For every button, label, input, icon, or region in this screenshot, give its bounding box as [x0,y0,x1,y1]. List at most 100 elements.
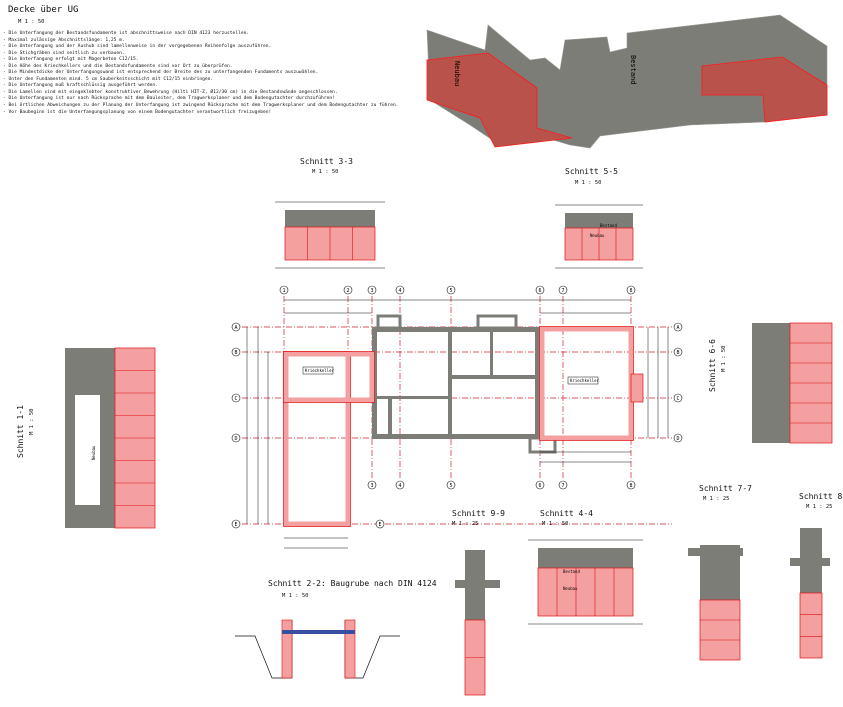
section-3-3-scale: M 1 : 50 [312,169,339,175]
grid-bubble [231,347,241,357]
section-1-1-scale: M 1 : 50 [29,408,35,436]
room-label-box [302,366,334,375]
section-6-6-scale: M 1 : 50 [721,345,727,373]
floor-slab [282,630,355,634]
grid-bubble [231,519,241,529]
model-new-right [701,56,828,123]
note-item: - Die Lamellen sind mit eingeklebter kon… [3,89,338,95]
drawing-scale: M 1 : 50 [18,19,45,25]
drawing-title: Decke über UG [8,5,79,15]
section-4-4-scale: M 1 : 50 [542,521,569,527]
section-label: Bestand [600,223,617,228]
grid-label-column: 4 [398,288,401,294]
existing-slab [790,558,830,566]
section-7-7-drawing [688,545,743,661]
section-7-7-title: Schnitt 7-7 [699,484,752,493]
section-1-1-title: Schnitt 1-1 [16,405,25,458]
underpinning-part [281,619,293,679]
section-2-2-scale: M 1 : 50 [282,593,309,599]
grid-label-column: 5 [449,288,452,294]
grid-label-column: 6 [538,483,541,489]
grid-label-column: 2 [346,288,349,294]
grid-label-row: B [676,350,679,356]
existing-wall [372,398,377,438]
grid-label-row: D [676,436,679,442]
model-3d-view: Neubau Bestand [426,14,828,149]
grid-bubble [231,433,241,443]
underpinning-part [344,619,356,679]
grid-label-column: 4 [398,483,401,489]
note-item: - Die Mindestdicke der Unterfangungswand… [3,70,319,76]
grid-label-column: 3 [370,288,373,294]
section-9-9-drawing [455,550,500,696]
note-item: - Die Höhe des Kriechkellers und die Bes… [3,63,233,69]
underpinning-part [537,567,634,617]
new-wall-left-lower [283,351,351,527]
model-label-existing: Bestand [629,55,637,85]
grid-bubble [279,285,289,295]
new-wall-left-upper-outline [283,351,375,403]
grid-bubble [367,480,377,490]
void [75,395,100,505]
existing-wall [450,375,540,379]
existing-slab [688,548,743,556]
section-3-3-title: Schnitt 3-3 [300,157,353,166]
grid-bubble [626,480,636,490]
section-8-8-drawing [790,528,830,659]
grid-bubble [626,285,636,295]
existing-part [752,323,770,443]
grid-bubble [673,347,683,357]
existing-wall [490,327,493,377]
existing-wall [376,314,402,330]
existing-part [565,213,633,228]
grid-bubble [535,480,545,490]
section-2-2-drawing [235,619,400,679]
existing-wall [388,398,392,438]
section-label: Neubau [590,233,605,238]
existing-wall [476,314,518,330]
grid-label-column: 8 [629,483,632,489]
grid-bubble [558,285,568,295]
grid-bubble [535,285,545,295]
grid-label-row: A [234,325,237,331]
grid-label-row: B [234,350,237,356]
room-label: Kriechkeller [305,368,334,373]
grid-bubble [375,519,385,529]
note-item: - Vor Baubeginn ist die Unterfangungspla… [3,109,272,115]
note-item: - Bei örtlichen Abweichungen zu der Plan… [3,103,399,109]
existing-wall [372,434,542,439]
grid-label-column: 8 [629,288,632,294]
grid-bubble [395,285,405,295]
section-6-6-title: Schnitt 6-6 [708,339,717,392]
grid-label-row: A [676,325,679,331]
model-new-left [426,52,573,148]
grid-bubble [673,393,683,403]
grid-bubble [395,480,405,490]
section-5-5-title: Schnitt 5-5 [565,167,618,176]
model-label-new: Neubau [453,61,461,86]
section-label: Neubau [91,445,96,460]
note-item: - Unter den Fundamenten mind. 5 cm Saube… [3,76,214,82]
room-label: Kriechkeller [570,378,599,383]
section-8-8-title: Schnitt 8-8 [799,492,843,501]
room-label-box [567,376,599,385]
grid-label-column: 7 [561,483,564,489]
section-8-8-scale: M 1 : 25 [806,504,833,510]
grid-label-row: C [676,396,679,402]
existing-slab [455,580,500,588]
grid-label-column: 1 [282,288,285,294]
grid-bubble [673,433,683,443]
section-5-5-scale: M 1 : 50 [575,180,602,186]
grid-bubble [231,393,241,403]
new-wall-left-upper [283,351,375,403]
section-4-4-title: Schnitt 4-4 [540,509,593,518]
section-7-7-scale: M 1 : 25 [703,496,730,502]
grid-bubble [446,480,456,490]
section-9-9-scale: M 1 : 25 [452,521,479,527]
grid-label-column: 3 [370,483,373,489]
